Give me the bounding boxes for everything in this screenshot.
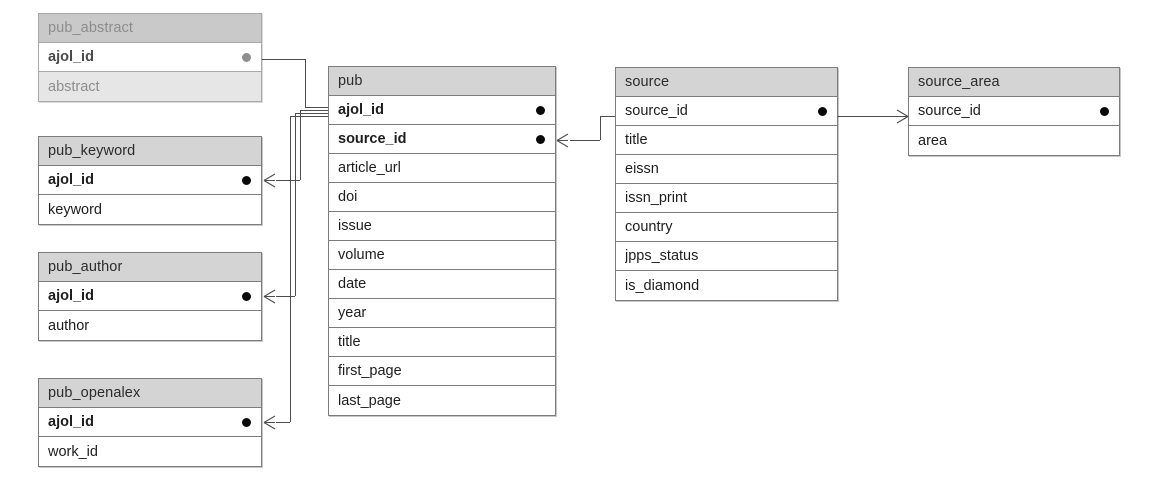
entity-title-pub: pub bbox=[329, 67, 555, 96]
crowfoot-pub-keyword bbox=[263, 173, 276, 188]
entity-title-source-area: source_area bbox=[909, 68, 1119, 97]
wire-pub-keyword-h2 bbox=[300, 110, 328, 111]
attr-label: work_id bbox=[48, 443, 98, 460]
primary-key-dot-icon bbox=[818, 106, 827, 116]
attr-label: ajol_id bbox=[338, 102, 384, 118]
entity-title-pub-keyword: pub_keyword bbox=[39, 137, 261, 166]
wire-pub-author-h1 bbox=[276, 296, 295, 297]
entity-source-area[interactable]: source_area source_id area bbox=[908, 67, 1120, 156]
primary-key-dot-icon bbox=[242, 291, 251, 301]
wire-pub-source-h2 bbox=[600, 116, 615, 117]
attr-label: article_url bbox=[338, 160, 401, 176]
wire-pub-keyword-h1 bbox=[276, 180, 300, 181]
attr-row-pub-doi[interactable]: doi bbox=[329, 183, 555, 212]
attr-label: title bbox=[625, 132, 648, 148]
wire-pub-openalex-h1 bbox=[276, 422, 290, 423]
attr-row-source-jpps-status[interactable]: jpps_status bbox=[616, 242, 837, 271]
primary-key-dot-icon bbox=[242, 52, 251, 62]
primary-key-dot-icon bbox=[242, 175, 251, 185]
attr-row-source-source-id[interactable]: source_id bbox=[616, 97, 837, 126]
attr-row-source-eissn[interactable]: eissn bbox=[616, 155, 837, 184]
attr-label: ajol_id bbox=[48, 49, 94, 65]
entity-pub[interactable]: pub ajol_id source_id article_url doi is… bbox=[328, 66, 556, 416]
attr-row-pub-title[interactable]: title bbox=[329, 328, 555, 357]
attr-label: source_id bbox=[918, 103, 981, 119]
wire-source-area-h bbox=[838, 116, 904, 117]
entity-title-source: source bbox=[616, 68, 837, 97]
attr-label: volume bbox=[338, 247, 385, 263]
attr-label: ajol_id bbox=[48, 414, 94, 430]
attr-label: ajol_id bbox=[48, 172, 94, 188]
primary-key-dot-icon bbox=[242, 417, 251, 427]
attr-label: abstract bbox=[48, 78, 100, 95]
attr-label: jpps_status bbox=[625, 248, 699, 264]
crowfoot-pub-openalex bbox=[263, 415, 276, 430]
attr-row-pub-openalex-ajol-id[interactable]: ajol_id bbox=[39, 408, 261, 437]
attr-row-pub-ajol-id[interactable]: ajol_id bbox=[329, 96, 555, 125]
attr-row-pub-first-page[interactable]: first_page bbox=[329, 357, 555, 386]
attr-label: source_id bbox=[338, 131, 407, 147]
attr-row-pub-source-id[interactable]: source_id bbox=[329, 125, 555, 154]
entity-title-pub-openalex: pub_openalex bbox=[39, 379, 261, 408]
attr-label: country bbox=[625, 219, 673, 235]
wire-pub-abstract-v bbox=[305, 59, 306, 107]
crowfoot-pub-source bbox=[556, 133, 569, 148]
primary-key-dot-icon bbox=[1100, 106, 1109, 116]
entity-source[interactable]: source source_id title eissn issn_print … bbox=[615, 67, 838, 301]
attr-row-source-area-source-id[interactable]: source_id bbox=[909, 97, 1119, 126]
attr-row-source-country[interactable]: country bbox=[616, 213, 837, 242]
attr-row-pub-last-page[interactable]: last_page bbox=[329, 386, 555, 415]
attr-row-source-is-diamond[interactable]: is_diamond bbox=[616, 271, 837, 300]
attr-label: last_page bbox=[338, 392, 401, 409]
wire-pub-abstract-h1 bbox=[262, 59, 305, 60]
attr-label: ajol_id bbox=[48, 288, 94, 304]
attr-label: first_page bbox=[338, 363, 402, 379]
wire-pub-openalex-v bbox=[290, 116, 291, 422]
wire-pub-author-h2 bbox=[295, 113, 328, 114]
attr-label: keyword bbox=[48, 201, 102, 218]
attr-row-pub-date[interactable]: date bbox=[329, 270, 555, 299]
attr-label: doi bbox=[338, 189, 358, 205]
entity-pub-author[interactable]: pub_author ajol_id author bbox=[38, 252, 262, 341]
entity-title-pub-author: pub_author bbox=[39, 253, 261, 282]
attr-row-pub-abstract-ajol-id[interactable]: ajol_id bbox=[39, 43, 261, 72]
wire-pub-abstract-h2 bbox=[305, 107, 328, 108]
attr-label: area bbox=[918, 132, 948, 149]
entity-title-pub-abstract: pub_abstract bbox=[39, 14, 261, 43]
attr-row-pub-author-author[interactable]: author bbox=[39, 311, 261, 340]
attr-label: year bbox=[338, 305, 367, 321]
attr-label: issn_print bbox=[625, 190, 688, 206]
attr-label: title bbox=[338, 334, 361, 350]
attr-label: author bbox=[48, 317, 90, 334]
attr-label: issue bbox=[338, 218, 372, 234]
wire-pub-openalex-h2 bbox=[290, 116, 328, 117]
attr-row-source-issn-print[interactable]: issn_print bbox=[616, 184, 837, 213]
attr-row-pub-issue[interactable]: issue bbox=[329, 212, 555, 241]
primary-key-dot-icon bbox=[536, 105, 545, 115]
attr-label: date bbox=[338, 276, 367, 292]
attr-row-pub-abstract-abstract[interactable]: abstract bbox=[39, 72, 261, 101]
attr-label: source_id bbox=[625, 103, 688, 119]
attr-label: is_diamond bbox=[625, 277, 700, 294]
attr-row-pub-openalex-work-id[interactable]: work_id bbox=[39, 437, 261, 466]
entity-pub-keyword[interactable]: pub_keyword ajol_id keyword bbox=[38, 136, 262, 225]
attr-row-pub-volume[interactable]: volume bbox=[329, 241, 555, 270]
crowfoot-pub-author bbox=[263, 289, 276, 304]
attr-row-pub-year[interactable]: year bbox=[329, 299, 555, 328]
entity-pub-abstract[interactable]: pub_abstract ajol_id abstract bbox=[38, 13, 262, 102]
foreign-key-dot-icon bbox=[536, 134, 545, 144]
attr-row-pub-keyword-ajol-id[interactable]: ajol_id bbox=[39, 166, 261, 195]
attr-row-pub-author-ajol-id[interactable]: ajol_id bbox=[39, 282, 261, 311]
attr-label: eissn bbox=[625, 161, 659, 177]
attr-row-pub-article-url[interactable]: article_url bbox=[329, 154, 555, 183]
attr-row-pub-keyword-keyword[interactable]: keyword bbox=[39, 195, 261, 224]
wire-pub-keyword-v bbox=[300, 110, 301, 180]
attr-row-source-title[interactable]: title bbox=[616, 126, 837, 155]
wire-pub-source-h1 bbox=[570, 140, 600, 141]
wire-pub-source-v bbox=[600, 116, 601, 140]
entity-pub-openalex[interactable]: pub_openalex ajol_id work_id bbox=[38, 378, 262, 467]
attr-row-source-area-area[interactable]: area bbox=[909, 126, 1119, 155]
wire-pub-author-v bbox=[295, 113, 296, 296]
